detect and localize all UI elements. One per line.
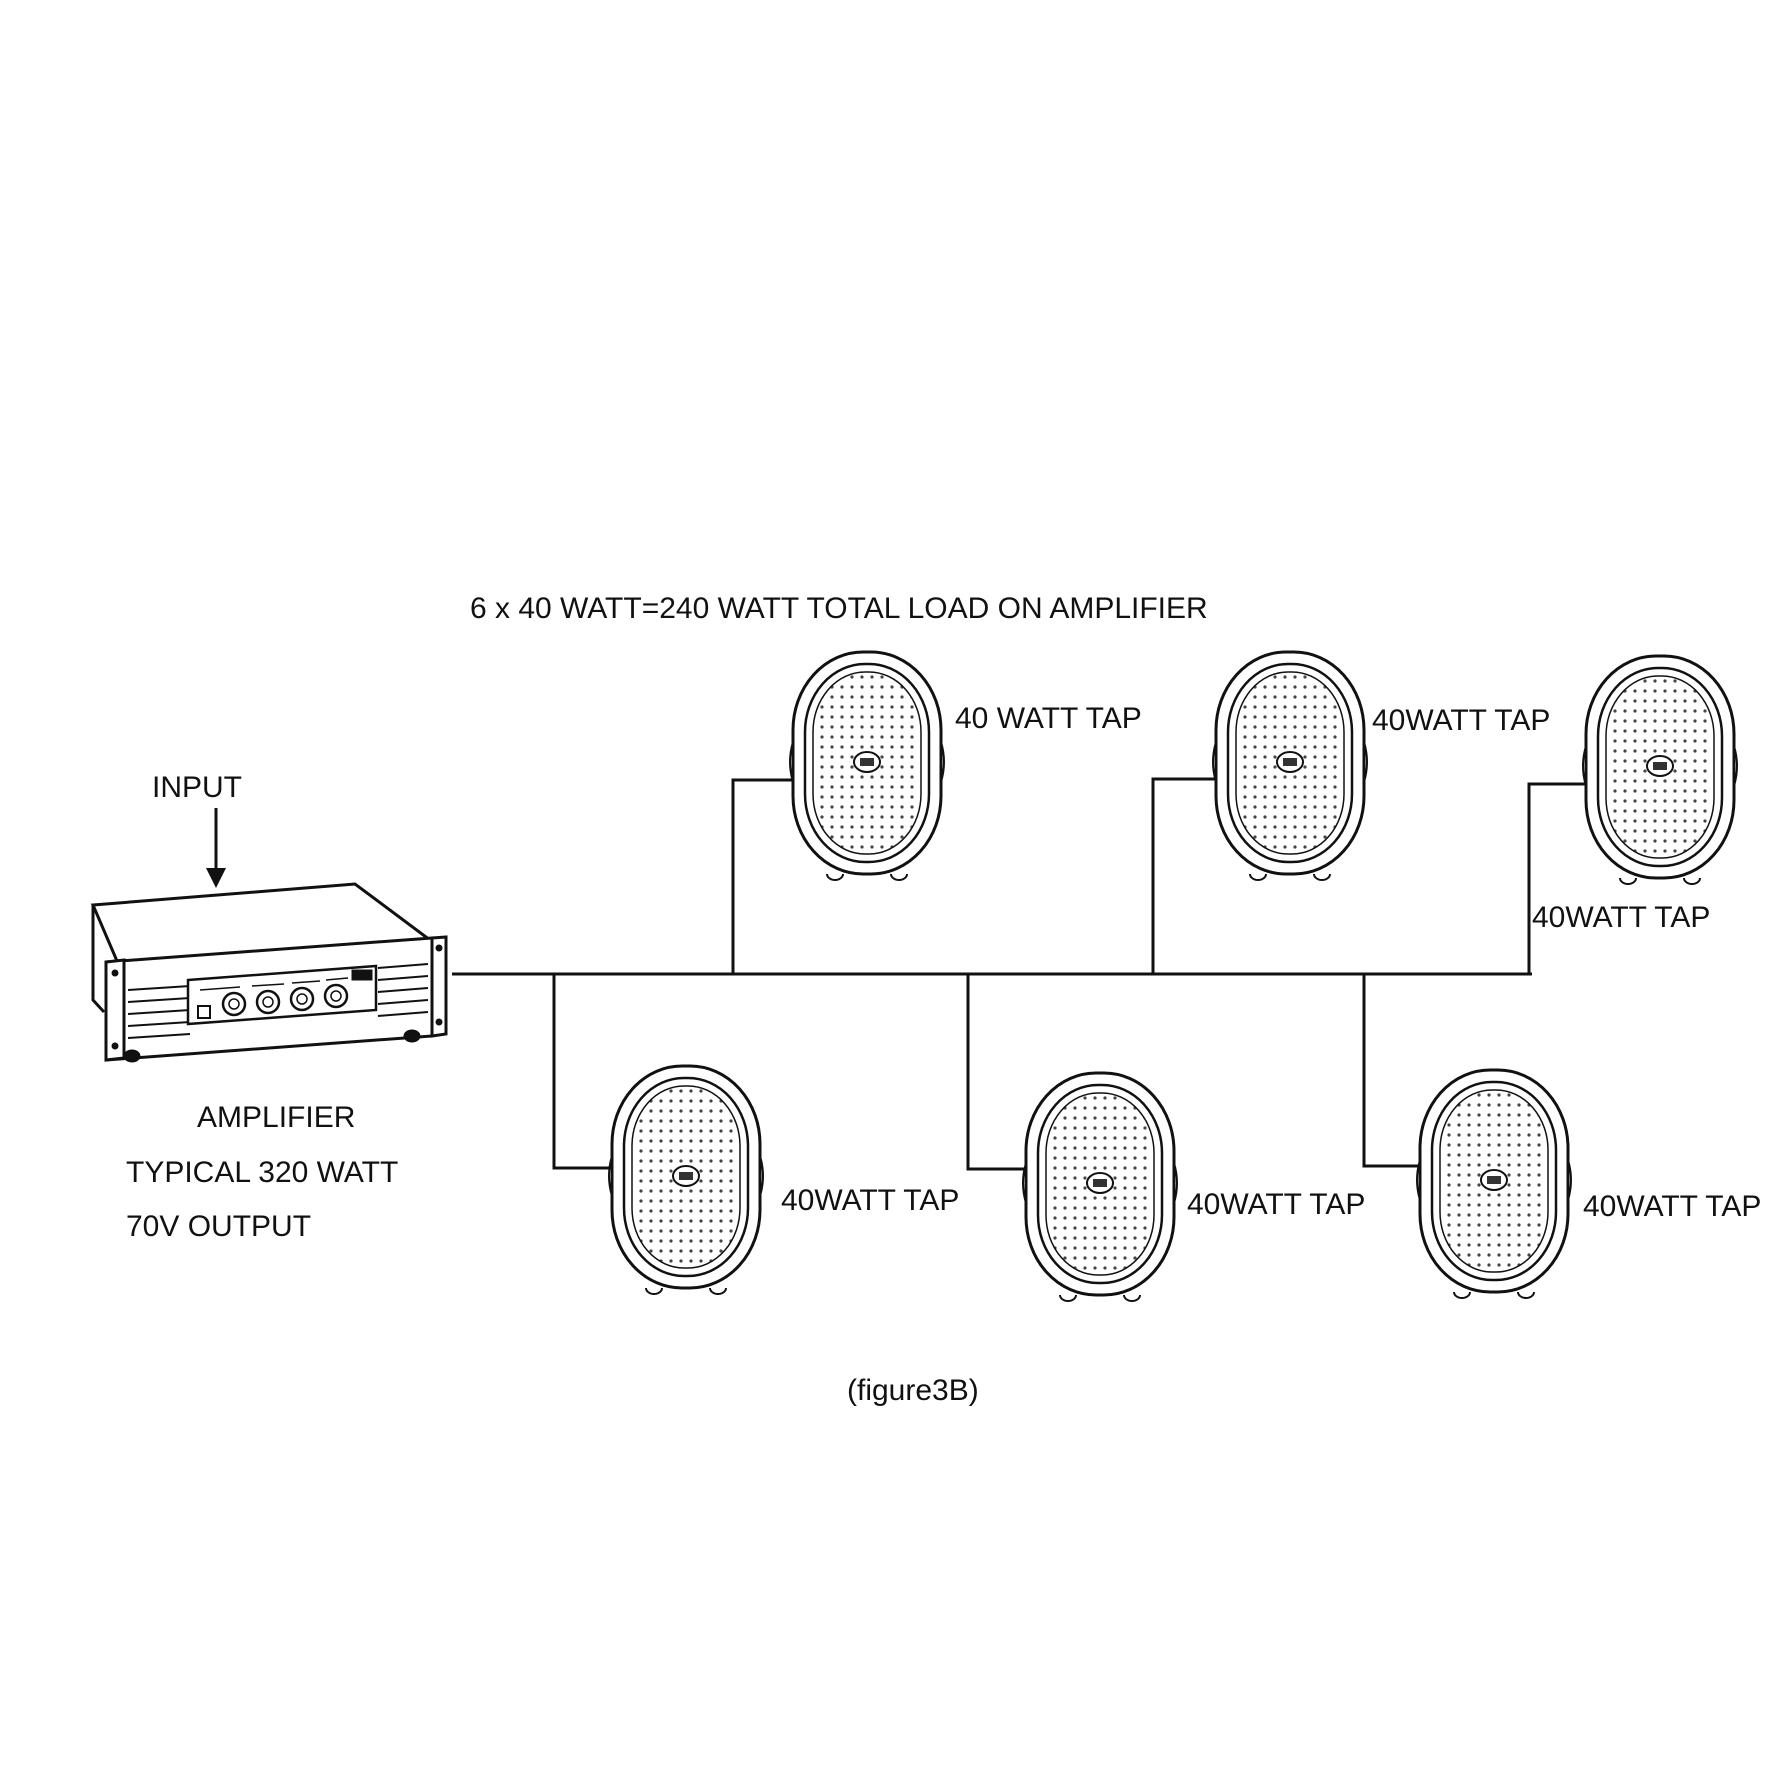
amplifier-spec: TYPICAL 320 WATT [126,1156,398,1189]
figure-caption: (figure3B) [847,1374,979,1407]
speaker-top-1 [788,650,946,882]
speaker-bottom-1-tap: 40WATT TAP [781,1184,959,1217]
speaker-top-2 [1211,650,1369,882]
speaker-top-3 [1581,654,1739,886]
input-arrow-icon [206,808,226,888]
speaker-bottom-2 [1021,1071,1179,1303]
input-label: INPUT [152,771,242,804]
speaker-bottom-1 [607,1064,765,1296]
speaker-bus-wire [452,777,1595,1171]
amplifier-output: 70V OUTPUT [126,1210,311,1243]
speaker-top-3-tap: 40WATT TAP [1532,901,1710,934]
amplifier-label: AMPLIFIER [197,1101,355,1134]
diagram-title: 6 x 40 WATT=240 WATT TOTAL LOAD ON AMPLI… [470,592,1208,625]
speaker-bottom-2-tap: 40WATT TAP [1187,1188,1365,1221]
speaker-top-1-tap: 40 WATT TAP [955,702,1142,735]
speaker-bottom-3 [1415,1068,1573,1300]
speaker-top-2-tap: 40WATT TAP [1372,704,1550,737]
amplifier-icon [90,882,448,1063]
speaker-bottom-3-tap: 40WATT TAP [1583,1190,1761,1223]
